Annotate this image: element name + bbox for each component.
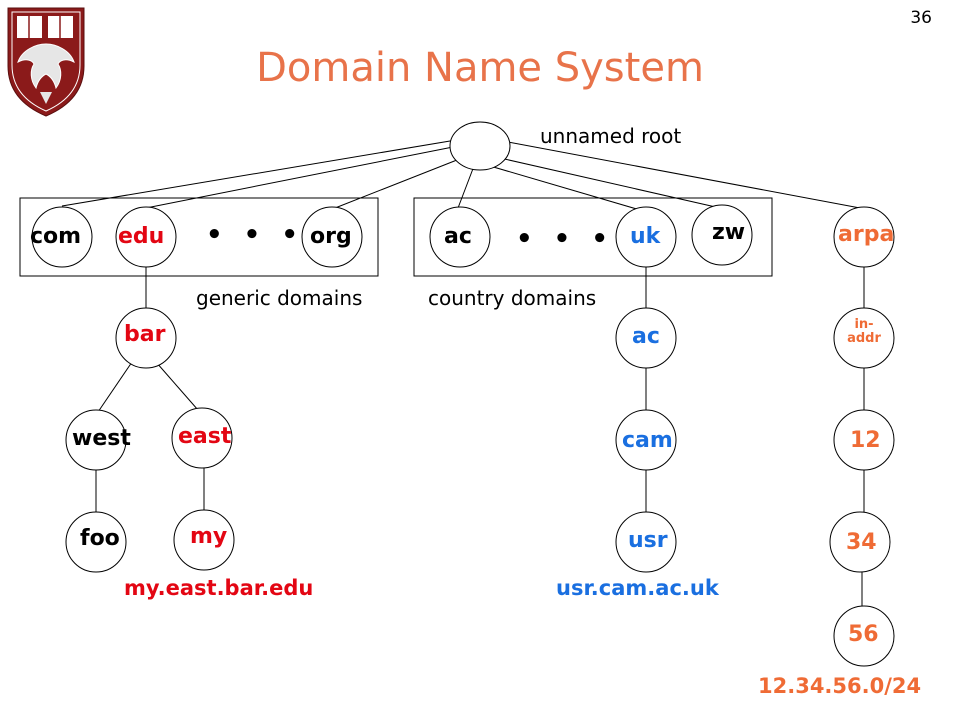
node-cam-circle xyxy=(615,409,677,471)
node-bar-label: bar xyxy=(124,322,166,347)
node-ac-uk-circle xyxy=(615,307,677,369)
unnamed-root-label: unnamed root xyxy=(540,124,682,148)
node-cam-label: cam xyxy=(622,428,673,453)
country-domains-box xyxy=(413,197,773,277)
node-usr-label: usr xyxy=(628,528,668,553)
node-12-label: 12 xyxy=(850,428,881,453)
node-ac-uk-label: ac xyxy=(632,324,660,349)
generic-ellipsis: • • • xyxy=(206,220,304,250)
edu-fqdn-label: my.east.bar.edu xyxy=(124,576,314,600)
node-arpa-circle xyxy=(833,206,895,268)
root-node xyxy=(449,121,511,171)
uk-fqdn-label: usr.cam.ac.uk xyxy=(556,576,719,600)
slide-title: Domain Name System xyxy=(256,45,704,91)
node-usr-circle xyxy=(615,511,677,573)
generic-domains-box xyxy=(19,197,379,277)
node-uk-label: uk xyxy=(630,224,661,249)
node-zw-label: zw xyxy=(712,220,746,245)
node-my-label: my xyxy=(190,524,228,549)
node-edu-circle xyxy=(115,206,177,268)
tree-nodes xyxy=(31,121,895,667)
arpa-fqdn-label: 12.34.56.0/24 xyxy=(758,674,922,698)
node-in-addr-label: in- addr xyxy=(847,317,881,346)
node-foo-label: foo xyxy=(80,526,120,551)
country-domains-label: country domains xyxy=(428,286,597,310)
node-12-circle xyxy=(833,409,895,471)
node-west-label: west xyxy=(72,426,131,451)
node-edu-label: edu xyxy=(118,224,165,249)
node-34-label: 34 xyxy=(846,530,877,555)
generic-domains-label: generic domains xyxy=(196,286,363,310)
node-zw-circle xyxy=(691,204,753,266)
node-bar-circle xyxy=(115,307,177,369)
node-uk-circle xyxy=(615,206,677,268)
node-com-circle xyxy=(31,206,93,268)
node-east-circle xyxy=(171,407,233,469)
node-org-label: org xyxy=(310,224,352,249)
node-east-label: east xyxy=(178,424,232,449)
node-ac-top-label: ac xyxy=(444,224,472,249)
node-west-circle xyxy=(65,409,127,471)
node-foo-circle xyxy=(65,511,127,573)
node-56-circle xyxy=(833,605,895,667)
page-number: 36 xyxy=(910,8,932,28)
node-34-circle xyxy=(829,511,891,573)
node-org-circle xyxy=(301,206,363,268)
node-com-label: com xyxy=(30,224,82,249)
node-ac-top-circle xyxy=(429,206,491,268)
node-arpa-label: arpa xyxy=(838,222,895,247)
node-my-circle xyxy=(173,509,235,571)
tree-edges xyxy=(61,139,865,608)
country-ellipsis: • • • xyxy=(516,224,614,254)
node-56-label: 56 xyxy=(848,622,879,647)
node-in-addr-circle xyxy=(833,307,895,369)
